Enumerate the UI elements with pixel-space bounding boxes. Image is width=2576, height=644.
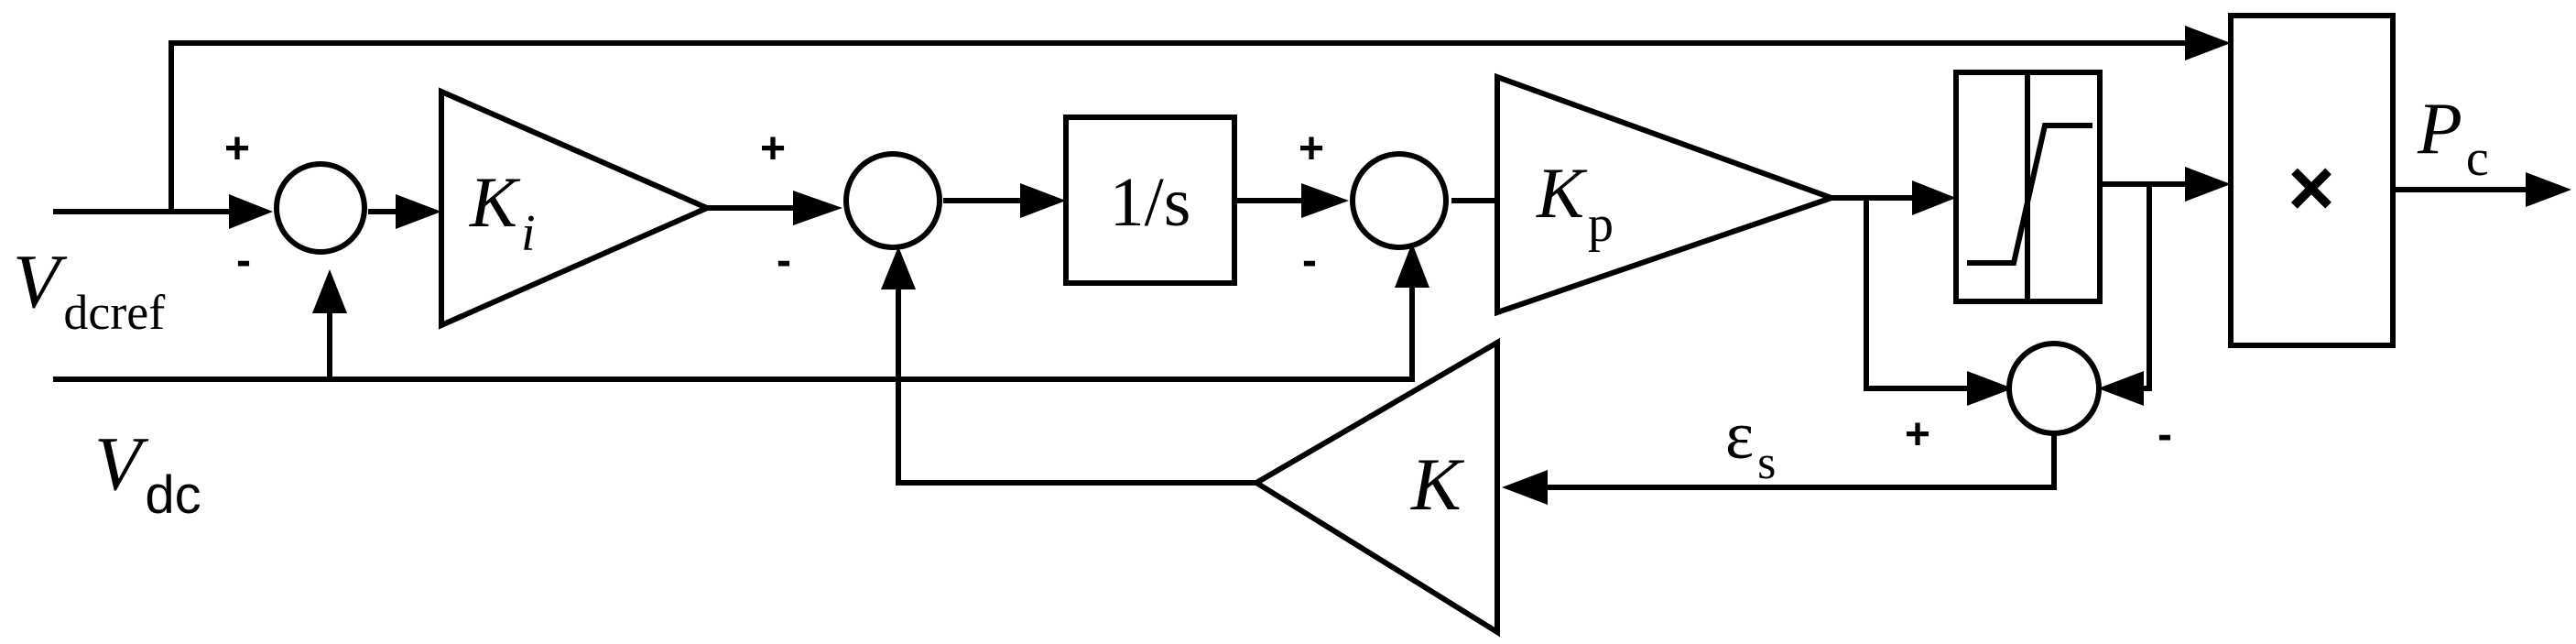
ki-label: Ki: [469, 162, 536, 262]
k-to-sum2-line: [896, 284, 1256, 486]
arrow-into-sum2-bottom: [881, 246, 916, 289]
sum-junction-1: [274, 161, 367, 255]
arrow-into-ki: [396, 194, 441, 229]
arrow-into-multiplier-top: [2185, 26, 2231, 60]
arrow-into-sum3-left: [1301, 183, 1349, 218]
arrow-into-sum3-bottom: [1395, 243, 1429, 288]
limiter-out-to-sum4-line: [2143, 184, 2152, 391]
arrow-into-sum4-left: [1967, 371, 2013, 406]
vdcref-label: Vdcref: [13, 239, 165, 340]
sum1-minus-sign: -: [236, 236, 251, 285]
arrow-into-multiplier-mid: [2185, 167, 2231, 202]
sum2-plus-sign: +: [760, 125, 786, 173]
sum4-minus-sign: -: [2158, 410, 2172, 459]
limiter-block: [1953, 70, 2103, 304]
sum1-plus-sign: +: [224, 125, 250, 173]
sum3-plus-sign: +: [1299, 125, 1324, 173]
sum4-plus-sign: +: [1905, 410, 1930, 459]
integrator-label: 1/s: [1110, 164, 1191, 241]
sum3-minus-sign: -: [1302, 236, 1317, 285]
kp-out-to-sum4-line: [1864, 198, 1969, 391]
arrow-pc-output: [2526, 172, 2571, 207]
sum-junction-4: [2006, 341, 2102, 436]
arrow-into-limiter: [1912, 180, 1956, 215]
sum2-minus-sign: -: [777, 236, 791, 285]
wires: [53, 40, 2529, 490]
arrow-into-k: [1502, 470, 1548, 505]
k-gain-block: [1251, 337, 1500, 638]
vdc-input-line: [53, 284, 1415, 382]
arrow-into-integrator: [1020, 183, 1066, 218]
multiplier-symbol: ×: [2288, 142, 2334, 233]
multiplier-block: [2228, 13, 2396, 348]
arrow-into-sum1-right: [229, 194, 273, 229]
saturation-curve-icon: [1967, 123, 2092, 266]
vdc-label: Vdc: [94, 421, 201, 525]
pc-label: Pc: [2417, 89, 2489, 187]
sum-junction-2: [843, 151, 942, 250]
epsilon-s-label: εs: [1725, 398, 1776, 489]
sum-junction-3: [1350, 151, 1449, 250]
integrator-block: [1063, 115, 1237, 286]
ki-gain-block: [439, 87, 714, 330]
arrowheads: [229, 26, 2571, 505]
kp-gain-block: [1495, 72, 1841, 317]
arrow-into-sum2-left: [793, 191, 842, 225]
feedforward-line: [168, 40, 2189, 212]
kp-label: Kp: [1536, 153, 1614, 253]
arrow-into-sum1-bottom: [312, 269, 347, 313]
arrow-into-sum4-right: [2098, 371, 2144, 406]
k-label: K: [1410, 442, 1465, 526]
sum4-to-k-line: [1534, 433, 2057, 490]
